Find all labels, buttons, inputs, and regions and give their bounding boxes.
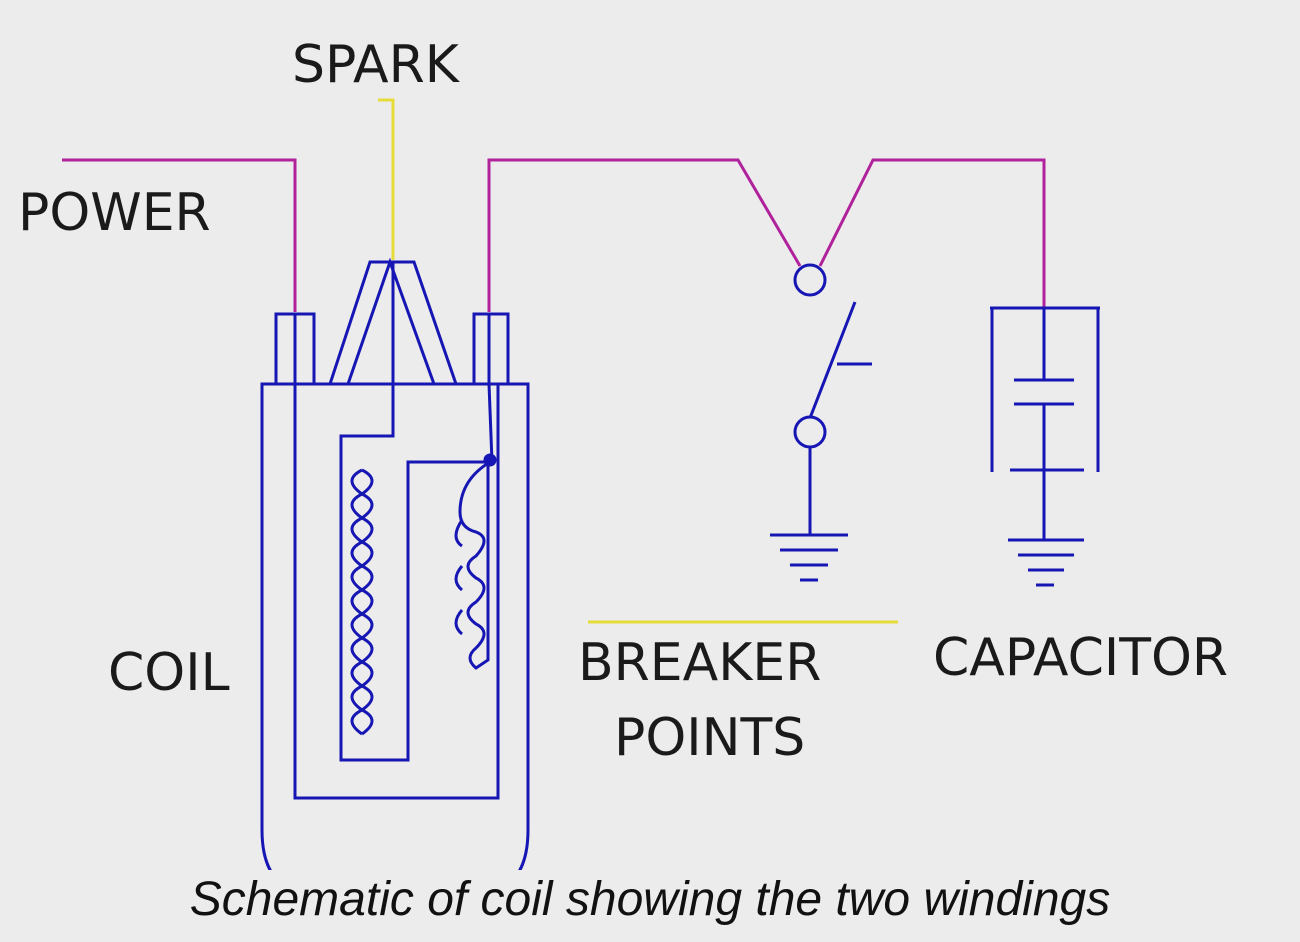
spark-wires [378,98,898,624]
power-input-wire [62,158,297,312]
breaker-ground-icon [770,533,848,582]
primary-winding [454,453,497,670]
spark-label: SPARK [292,35,461,95]
capacitor-ground-icon [1008,538,1084,587]
breaker-arm [808,301,857,419]
lower-contact [793,415,827,449]
coil-can-inner [293,384,500,800]
secondary-winding [350,468,374,736]
power-label: POWER [18,183,211,243]
coil-body [260,257,530,870]
capacitor-label: CAPACITOR [933,628,1228,688]
points-wire [487,158,802,312]
power-wires [62,158,1046,312]
capacitor-wire [818,158,1046,308]
coil-can-outer [260,382,530,870]
coil-label: COIL [108,643,230,703]
capacitor-symbol [990,306,1100,587]
diagram-caption: Schematic of coil showing the two windin… [189,873,1111,926]
secondary-core [339,262,492,762]
spark-lead-wire [378,98,395,260]
breaker-label: BREAKER [578,633,821,693]
breaker-points [770,263,872,582]
right-terminal [472,312,510,386]
points-label: POINTS [614,708,805,768]
upper-contact [793,263,827,297]
coil-schematic: SPARK POWER COIL BREAKER POINTS CAPACITO… [18,35,1228,870]
